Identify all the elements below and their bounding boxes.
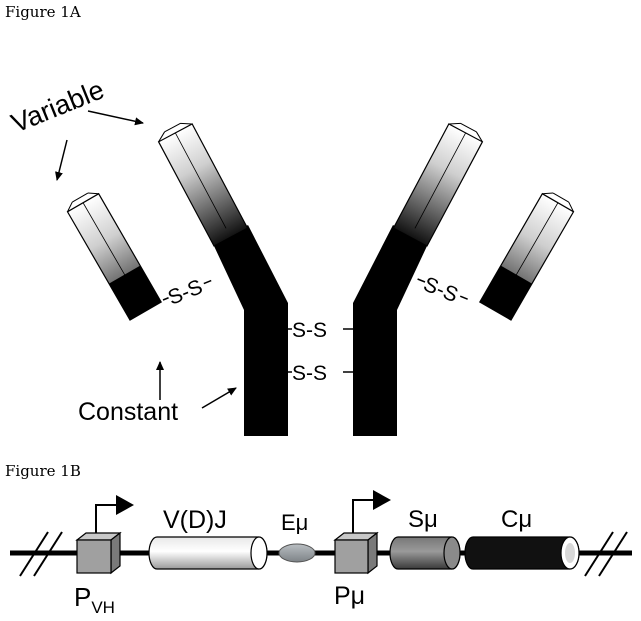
e-mu-label: Eμ [281, 510, 308, 535]
disulfide-bond-hinge-upper: S-S [288, 319, 353, 342]
vdj-segment [148, 536, 268, 570]
right-heavy-variable-domain [392, 122, 484, 247]
promoter-mu-label: Pμ [334, 582, 365, 610]
disulfide-bond-right-light: S-S [417, 273, 468, 307]
right-heavy-chain-constant [353, 225, 427, 436]
disulfide-bond-left-light: S-S [162, 275, 212, 310]
transcription-start-arrow-icon [352, 490, 391, 533]
c-mu-label: Cμ [501, 506, 532, 533]
promoter-vh-label: PVH [74, 582, 115, 617]
break-mark-icon [584, 531, 628, 577]
figure-1b-label: Figure 1B [5, 462, 81, 480]
promoter-vh-box [75, 531, 122, 575]
figure-1a-label: Figure 1A [5, 3, 81, 21]
svg-text:S-S: S-S [292, 319, 327, 342]
left-light-chain [66, 192, 162, 321]
arrow-icon [55, 139, 68, 181]
right-light-chain [479, 192, 575, 321]
promoter-mu-box [333, 531, 379, 575]
arrow-icon [201, 387, 237, 409]
s-mu-segment [389, 536, 461, 570]
c-mu-segment [464, 536, 580, 570]
left-heavy-variable-domain [157, 122, 249, 247]
constant-label: Constant [78, 398, 178, 426]
svg-text:S-S: S-S [165, 275, 206, 309]
variable-label: Variable [7, 74, 108, 138]
s-mu-label: Sμ [408, 506, 438, 533]
break-mark-icon [19, 531, 63, 577]
transcription-start-arrow-icon [95, 495, 134, 533]
svg-text:S-S: S-S [420, 273, 461, 307]
arrow-icon [87, 110, 144, 126]
svg-text:S-S: S-S [292, 362, 327, 385]
left-heavy-chain-constant [214, 225, 288, 436]
disulfide-bond-hinge-lower: S-S [288, 362, 353, 385]
vdj-label: V(D)J [163, 506, 227, 534]
e-mu-enhancer [278, 543, 316, 563]
